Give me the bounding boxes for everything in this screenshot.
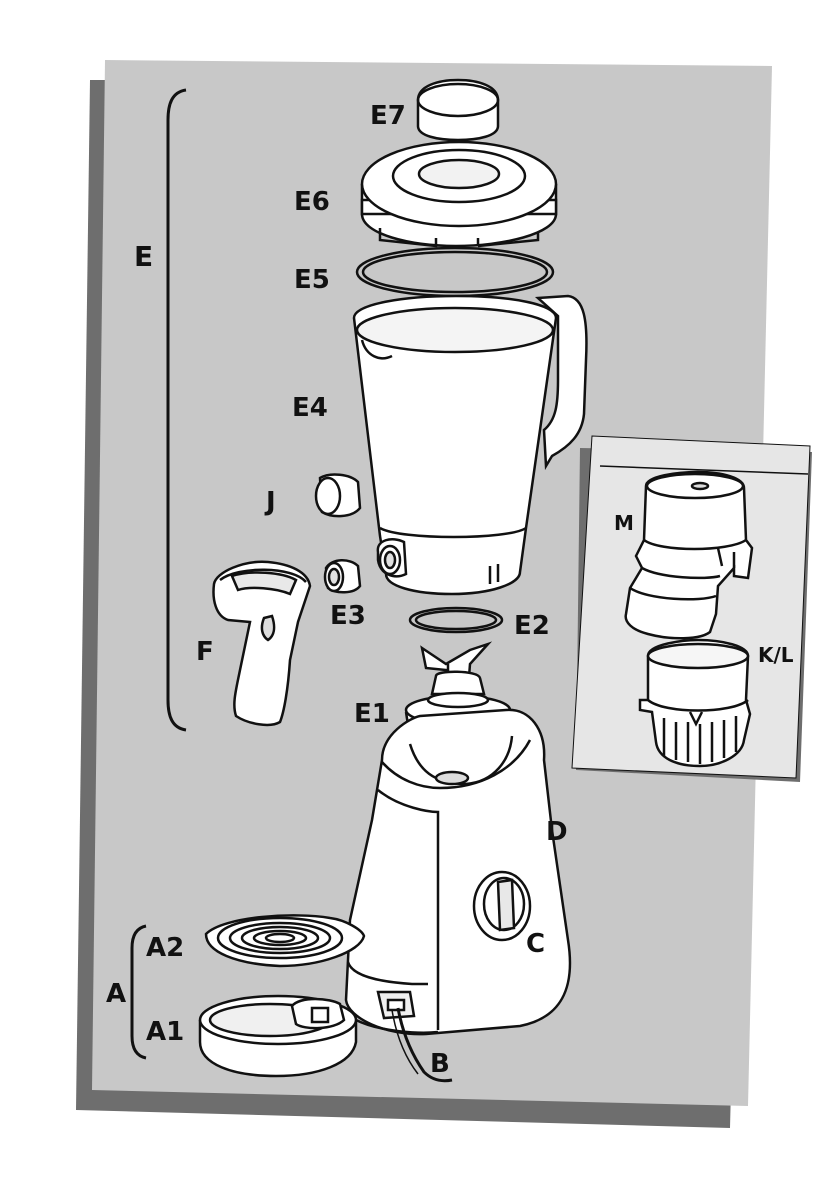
- label-a2: A2: [146, 933, 184, 963]
- part-e6-lid: [362, 142, 556, 246]
- label-e5: E5: [294, 265, 330, 295]
- label-a1: A1: [146, 1017, 184, 1047]
- part-a1-tray: [200, 996, 356, 1076]
- label-d: D: [546, 817, 568, 847]
- label-e: E: [134, 240, 153, 273]
- label-e2: E2: [514, 611, 550, 641]
- label-f: F: [196, 637, 214, 667]
- label-m: M: [614, 511, 634, 535]
- label-c: C: [526, 929, 545, 959]
- part-j-plug: [316, 475, 360, 517]
- label-a: A: [106, 979, 126, 1009]
- label-j: J: [264, 487, 276, 517]
- part-e3-valve: [325, 560, 360, 592]
- label-e4: E4: [292, 393, 328, 423]
- label-e1: E1: [354, 699, 390, 729]
- part-e7-cap: [418, 80, 498, 140]
- part-kl-grinder: [640, 640, 750, 766]
- part-c-knob: [474, 872, 530, 940]
- label-kl: K/L: [758, 643, 794, 667]
- label-e7: E7: [370, 101, 406, 131]
- label-e3: E3: [330, 601, 366, 631]
- label-e6: E6: [294, 187, 330, 217]
- label-b: B: [430, 1049, 450, 1079]
